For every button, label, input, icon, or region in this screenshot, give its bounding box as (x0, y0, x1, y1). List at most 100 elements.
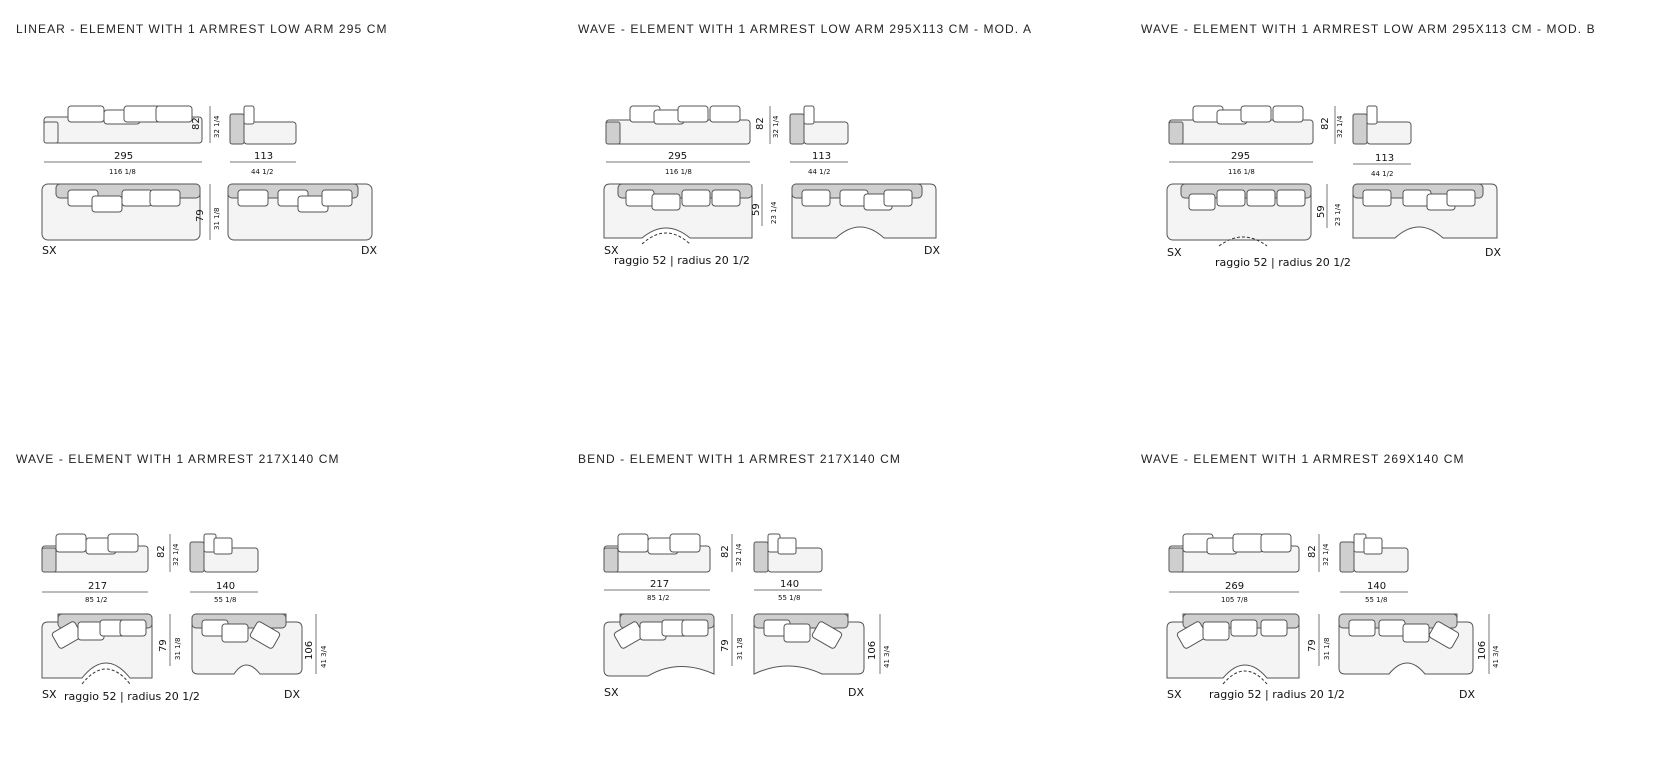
sofa-drawing: 269 105 7/8 82 32 1/4 140 55 1/8 79 31 1 (1166, 533, 1500, 701)
side-depth-in: 44 1/2 (251, 168, 273, 176)
plan-view-right: 106 41 3/4 DX (191, 613, 328, 701)
front-width-in: 85 1/2 (85, 596, 107, 604)
panel-wave-217x140: WAVE - ELEMENT WITH 1 ARMREST 217X140 CM… (16, 452, 556, 782)
panel-bend-217x140: BEND - ELEMENT WITH 1 ARMREST 217X140 CM… (578, 452, 1118, 782)
front-width: 295 (668, 151, 687, 162)
panel-wave-269x140: WAVE - ELEMENT WITH 1 ARMREST 269X140 CM… (1141, 452, 1678, 782)
front-elevation: 217 85 1/2 82 32 1/4 (603, 533, 743, 602)
plan-depth: 59 (1316, 205, 1327, 218)
plan-depth-in: 31 1/8 (1323, 638, 1331, 660)
panel-title: BEND - ELEMENT WITH 1 ARMREST 217X140 CM (578, 452, 901, 466)
front-elevation: 295 116 1/8 82 32 1/4 (43, 105, 221, 176)
plan-depth: 79 (1307, 639, 1318, 652)
panel-linear-295: LINEAR - ELEMENT WITH 1 ARMREST LOW ARM … (16, 22, 556, 352)
plan-depth-in: 31 1/8 (213, 208, 221, 230)
panel-wave-mod-a: WAVE - ELEMENT WITH 1 ARMREST LOW ARM 29… (578, 22, 1118, 352)
side-elevation: 140 55 1/8 (189, 533, 259, 604)
front-width: 217 (88, 581, 107, 592)
front-width-in: 116 1/8 (665, 168, 692, 176)
panel-title: LINEAR - ELEMENT WITH 1 ARMREST LOW ARM … (16, 22, 388, 36)
plan-depth-2: 106 (867, 641, 878, 660)
plan-view-right: 106 41 3/4 DX (1338, 613, 1500, 701)
right-label: DX (361, 244, 377, 257)
plan-depth-in: 31 1/8 (736, 638, 744, 660)
side-depth: 140 (216, 581, 235, 592)
plan-view-right: DX (791, 183, 940, 257)
plan-view-right: DX (227, 183, 377, 257)
front-width: 295 (114, 151, 133, 162)
height-in: 32 1/4 (1322, 543, 1330, 566)
side-elevation: 113 44 1/2 (789, 105, 849, 176)
side-depth-in: 55 1/8 (1365, 596, 1387, 604)
left-label: SX (42, 244, 57, 257)
plan-view-left: 79 31 1/8 SX (41, 183, 221, 257)
radius-label: raggio 52 | radius 20 1/2 (614, 254, 750, 267)
plan-depth-in: 23 1/4 (1334, 203, 1342, 226)
plan-depth: 59 (751, 203, 762, 216)
panel-title: WAVE - ELEMENT WITH 1 ARMREST LOW ARM 29… (578, 22, 1033, 36)
plan-view-right: 106 41 3/4 DX (753, 613, 891, 699)
front-width-in: 116 1/8 (109, 168, 136, 176)
plan-depth-2-in: 41 3/4 (1492, 645, 1500, 668)
height: 82 (191, 117, 202, 130)
height-in: 32 1/4 (735, 543, 743, 566)
panel-wave-mod-b: WAVE - ELEMENT WITH 1 ARMREST LOW ARM 29… (1141, 22, 1678, 352)
side-depth: 140 (1367, 581, 1386, 592)
side-depth-in: 44 1/2 (808, 168, 830, 176)
plan-view-left: 79 31 1/8 SX raggio 52 | radius 20 1/2 (41, 613, 200, 703)
height-in: 32 1/4 (772, 115, 780, 138)
plan-depth-2-in: 41 3/4 (883, 645, 891, 668)
radius-label: raggio 52 | radius 20 1/2 (64, 690, 200, 703)
plan-view-left: 59 23 1/4 SX raggio 52 | radius 20 1/2 (1166, 183, 1351, 269)
side-depth-in: 55 1/8 (778, 594, 800, 602)
right-label: DX (924, 244, 940, 257)
side-depth: 140 (780, 579, 799, 590)
height-in: 32 1/4 (1336, 115, 1344, 138)
side-depth: 113 (812, 151, 831, 162)
side-depth-in: 55 1/8 (214, 596, 236, 604)
plan-depth: 79 (158, 639, 169, 652)
front-width: 217 (650, 579, 669, 590)
plan-view-left: 59 23 1/4 SX raggio 52 | radius 20 1/2 (603, 183, 778, 267)
height: 82 (156, 545, 167, 558)
height: 82 (755, 117, 766, 130)
height: 82 (1307, 545, 1318, 558)
radius-label: raggio 52 | radius 20 1/2 (1209, 688, 1345, 701)
plan-view-right: DX (1352, 183, 1501, 259)
side-elevation: 140 55 1/8 (753, 533, 823, 602)
plan-depth-2-in: 41 3/4 (320, 645, 328, 668)
front-width-in: 105 7/8 (1221, 596, 1248, 604)
plan-depth-2: 106 (1477, 641, 1488, 660)
front-elevation: 269 105 7/8 82 32 1/4 (1168, 533, 1330, 604)
side-depth: 113 (1375, 153, 1394, 164)
sofa-drawing: 217 85 1/2 82 32 1/4 140 55 1/8 79 31 1/… (603, 533, 891, 699)
left-label: SX (1167, 688, 1182, 701)
sofa-drawing: 295 116 1/8 82 32 1/4 113 44 1/2 79 31 1… (41, 105, 377, 257)
front-elevation: 217 85 1/2 82 32 1/4 (41, 533, 180, 604)
front-elevation: 295 116 1/8 82 32 1/4 (605, 105, 780, 176)
left-label: SX (42, 688, 57, 701)
panel-title: WAVE - ELEMENT WITH 1 ARMREST LOW ARM 29… (1141, 22, 1596, 36)
plan-depth-in: 31 1/8 (174, 638, 182, 660)
plan-view-left: 79 31 1/8 SX raggio 52 | radius 20 1/2 (1166, 613, 1345, 701)
height-in: 32 1/4 (213, 115, 221, 138)
radius-label: raggio 52 | radius 20 1/2 (1215, 256, 1351, 269)
front-width-in: 85 1/2 (647, 594, 669, 602)
plan-depth: 79 (720, 639, 731, 652)
height-in: 32 1/4 (172, 543, 180, 566)
front-elevation: 295 116 1/8 82 32 1/4 (1168, 105, 1344, 176)
sofa-drawing: 295 116 1/8 82 32 1/4 113 44 1/2 59 23 1… (1166, 105, 1501, 269)
right-label: DX (284, 688, 300, 701)
panel-title: WAVE - ELEMENT WITH 1 ARMREST 269X140 CM (1141, 452, 1465, 466)
plan-depth-2: 106 (304, 641, 315, 660)
right-label: DX (1459, 688, 1475, 701)
left-label: SX (1167, 246, 1182, 259)
left-label: SX (604, 686, 619, 699)
plan-depth-in: 23 1/4 (770, 201, 778, 224)
plan-view-left: 79 31 1/8 SX (603, 613, 744, 699)
front-width: 295 (1231, 151, 1250, 162)
height: 82 (720, 545, 731, 558)
side-depth-in: 44 1/2 (1371, 170, 1393, 178)
side-elevation: 113 44 1/2 (1352, 105, 1412, 178)
height: 82 (1320, 117, 1331, 130)
